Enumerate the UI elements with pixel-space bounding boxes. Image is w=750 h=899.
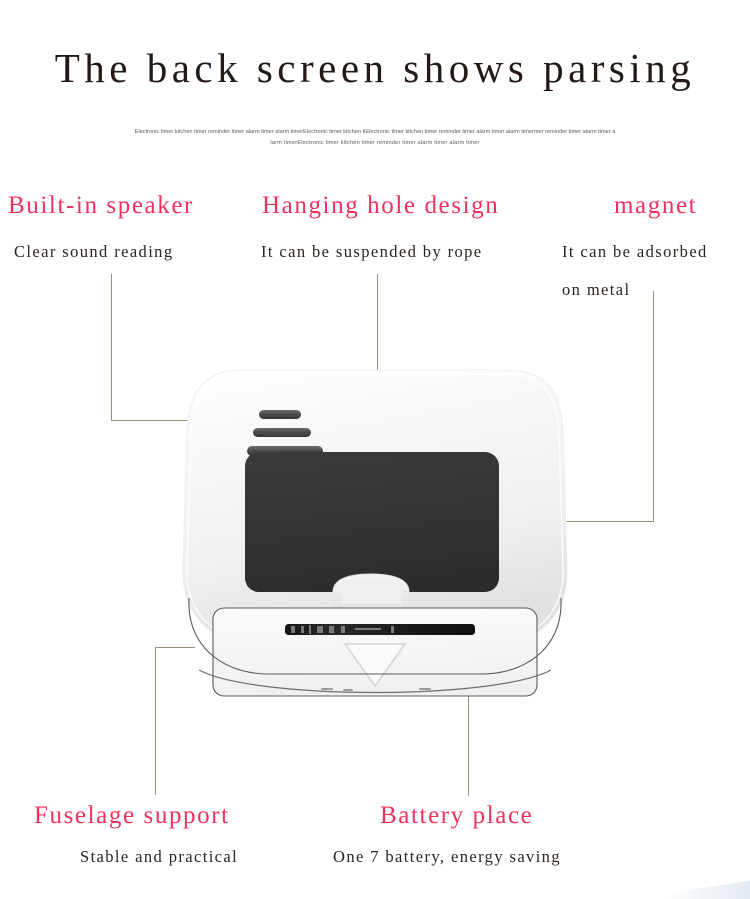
battery-latch-arrow bbox=[343, 643, 407, 688]
leader-line-magnet-vertical bbox=[653, 291, 654, 521]
subtitle-block: Electronic timer kitchen timer reminder … bbox=[95, 127, 655, 149]
callout-title-battery-place: Battery place bbox=[380, 802, 534, 829]
leader-line-fuselage-horizontal bbox=[155, 647, 195, 648]
callout-subtitle-hanging-hole-design: It can be suspended by rope bbox=[261, 242, 483, 261]
callout-subtitle-battery-place: One 7 battery, energy saving bbox=[333, 847, 561, 866]
callout-title-built-in-speaker: Built-in speaker bbox=[8, 192, 194, 219]
battery-label-marks bbox=[291, 625, 394, 634]
subtitle-line-1: Electronic timer kitchen timer reminder … bbox=[134, 129, 616, 135]
body-bottom-seam bbox=[198, 669, 552, 694]
callout-subtitle-magnet-line-2: on metal bbox=[562, 280, 631, 299]
callout-subtitle-magnet-line-1: It can be adsorbed bbox=[562, 242, 708, 261]
kitchen-timer-back-view bbox=[175, 352, 575, 700]
body-outline-lower bbox=[188, 597, 562, 675]
leader-line-speaker-vertical bbox=[111, 274, 112, 421]
callout-subtitle-fuselage-support: Stable and practical bbox=[80, 847, 239, 866]
leader-line-fuselage-vertical bbox=[155, 647, 156, 795]
leader-line-magnet-horizontal bbox=[505, 521, 654, 522]
corner-decoration bbox=[630, 880, 750, 899]
subtitle-line-2: larm timerElectronic timer kitchen timer… bbox=[270, 140, 480, 146]
battery-door-vents bbox=[321, 688, 431, 691]
callout-title-hanging-hole-design: Hanging hole design bbox=[262, 192, 500, 219]
leader-line-speaker-horizontal bbox=[111, 420, 263, 421]
callout-subtitle-built-in-speaker: Clear sound reading bbox=[14, 242, 174, 261]
callout-title-magnet: magnet bbox=[614, 192, 698, 219]
callout-title-fuselage-support: Fuselage support bbox=[34, 802, 230, 829]
stand-inner bbox=[341, 580, 401, 604]
leader-line-hanging-hole-vertical bbox=[377, 274, 378, 422]
page-title: The back screen shows parsing bbox=[54, 45, 696, 91]
leader-line-battery-vertical bbox=[468, 645, 469, 796]
black-magnet-panel bbox=[245, 452, 499, 592]
